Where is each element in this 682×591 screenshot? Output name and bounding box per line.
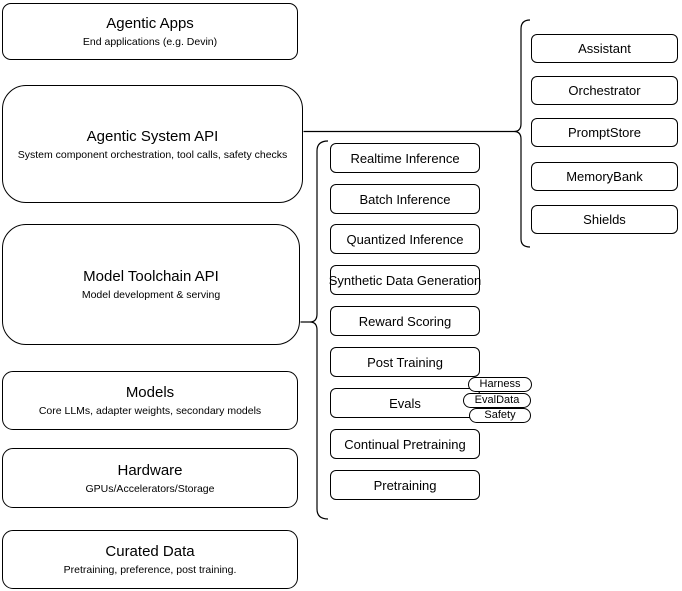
node-label: Realtime Inference <box>350 150 460 166</box>
node-post-training[interactable]: Post Training <box>330 347 480 377</box>
box-title: Models <box>125 384 175 401</box>
node-batch-inference[interactable]: Batch Inference <box>330 184 480 214</box>
node-label: Synthetic Data Generation <box>328 272 482 288</box>
node-pretraining[interactable]: Pretraining <box>330 470 480 500</box>
box-subtitle: Pretraining, preference, post training. <box>63 564 237 576</box>
node-label: Continual Pretraining <box>344 436 466 452</box>
node-label: PromptStore <box>568 125 641 140</box>
tag-harness[interactable]: Harness <box>468 377 532 392</box>
box-subtitle: End applications (e.g. Devin) <box>82 36 218 48</box>
node-realtime-inference[interactable]: Realtime Inference <box>330 143 480 173</box>
box-title: Curated Data <box>105 543 195 560</box>
node-label: Orchestrator <box>568 83 641 98</box>
tag-label: Harness <box>479 378 521 390</box>
node-shields[interactable]: Shields <box>531 205 678 234</box>
node-synthetic-data-generation[interactable]: Synthetic Data Generation <box>328 265 482 295</box>
toolchain-group-bracket <box>309 140 329 520</box>
node-memorybank[interactable]: MemoryBank <box>531 162 678 191</box>
node-label: Evals <box>389 395 421 411</box>
node-label: Post Training <box>367 354 443 370</box>
box-title: Agentic System API <box>86 127 219 145</box>
node-quantized-inference[interactable]: Quantized Inference <box>330 224 480 254</box>
box-agentic-apps[interactable]: Agentic Apps End applications (e.g. Devi… <box>2 3 298 60</box>
node-continual-pretraining[interactable]: Continual Pretraining <box>330 429 480 459</box>
box-agentic-system-api[interactable]: Agentic System API System component orch… <box>2 85 303 203</box>
node-label: Pretraining <box>373 477 437 493</box>
tag-label: EvalData <box>474 394 520 406</box>
node-label: Shields <box>583 212 626 227</box>
tag-safety[interactable]: Safety <box>469 408 531 423</box>
tag-evaldata[interactable]: EvalData <box>463 393 531 408</box>
box-subtitle: Model development & serving <box>81 289 221 301</box>
node-label: Reward Scoring <box>358 313 452 329</box>
box-curated-data[interactable]: Curated Data Pretraining, preference, po… <box>2 530 298 589</box>
components-group-bracket <box>513 19 531 248</box>
box-title: Agentic Apps <box>106 15 194 32</box>
node-promptstore[interactable]: PromptStore <box>531 118 678 147</box>
box-models[interactable]: Models Core LLMs, adapter weights, secon… <box>2 371 298 430</box>
node-orchestrator[interactable]: Orchestrator <box>531 76 678 105</box>
node-label: Assistant <box>578 41 631 56</box>
node-label: MemoryBank <box>566 169 643 184</box>
box-subtitle: Core LLMs, adapter weights, secondary mo… <box>38 405 262 417</box>
box-hardware[interactable]: Hardware GPUs/Accelerators/Storage <box>2 448 298 508</box>
tag-label: Safety <box>484 409 516 421</box>
node-assistant[interactable]: Assistant <box>531 34 678 63</box>
box-title: Model Toolchain API <box>83 268 219 285</box>
box-subtitle: GPUs/Accelerators/Storage <box>85 482 215 495</box>
box-subtitle: System component orchestration, tool cal… <box>17 148 288 161</box>
node-label: Batch Inference <box>359 191 451 207</box>
box-title: Hardware <box>117 461 183 479</box>
box-model-toolchain-api[interactable]: Model Toolchain API Model development & … <box>2 224 300 345</box>
node-label: Quantized Inference <box>346 231 464 247</box>
node-reward-scoring[interactable]: Reward Scoring <box>330 306 480 336</box>
node-evals[interactable]: Evals <box>330 388 480 418</box>
